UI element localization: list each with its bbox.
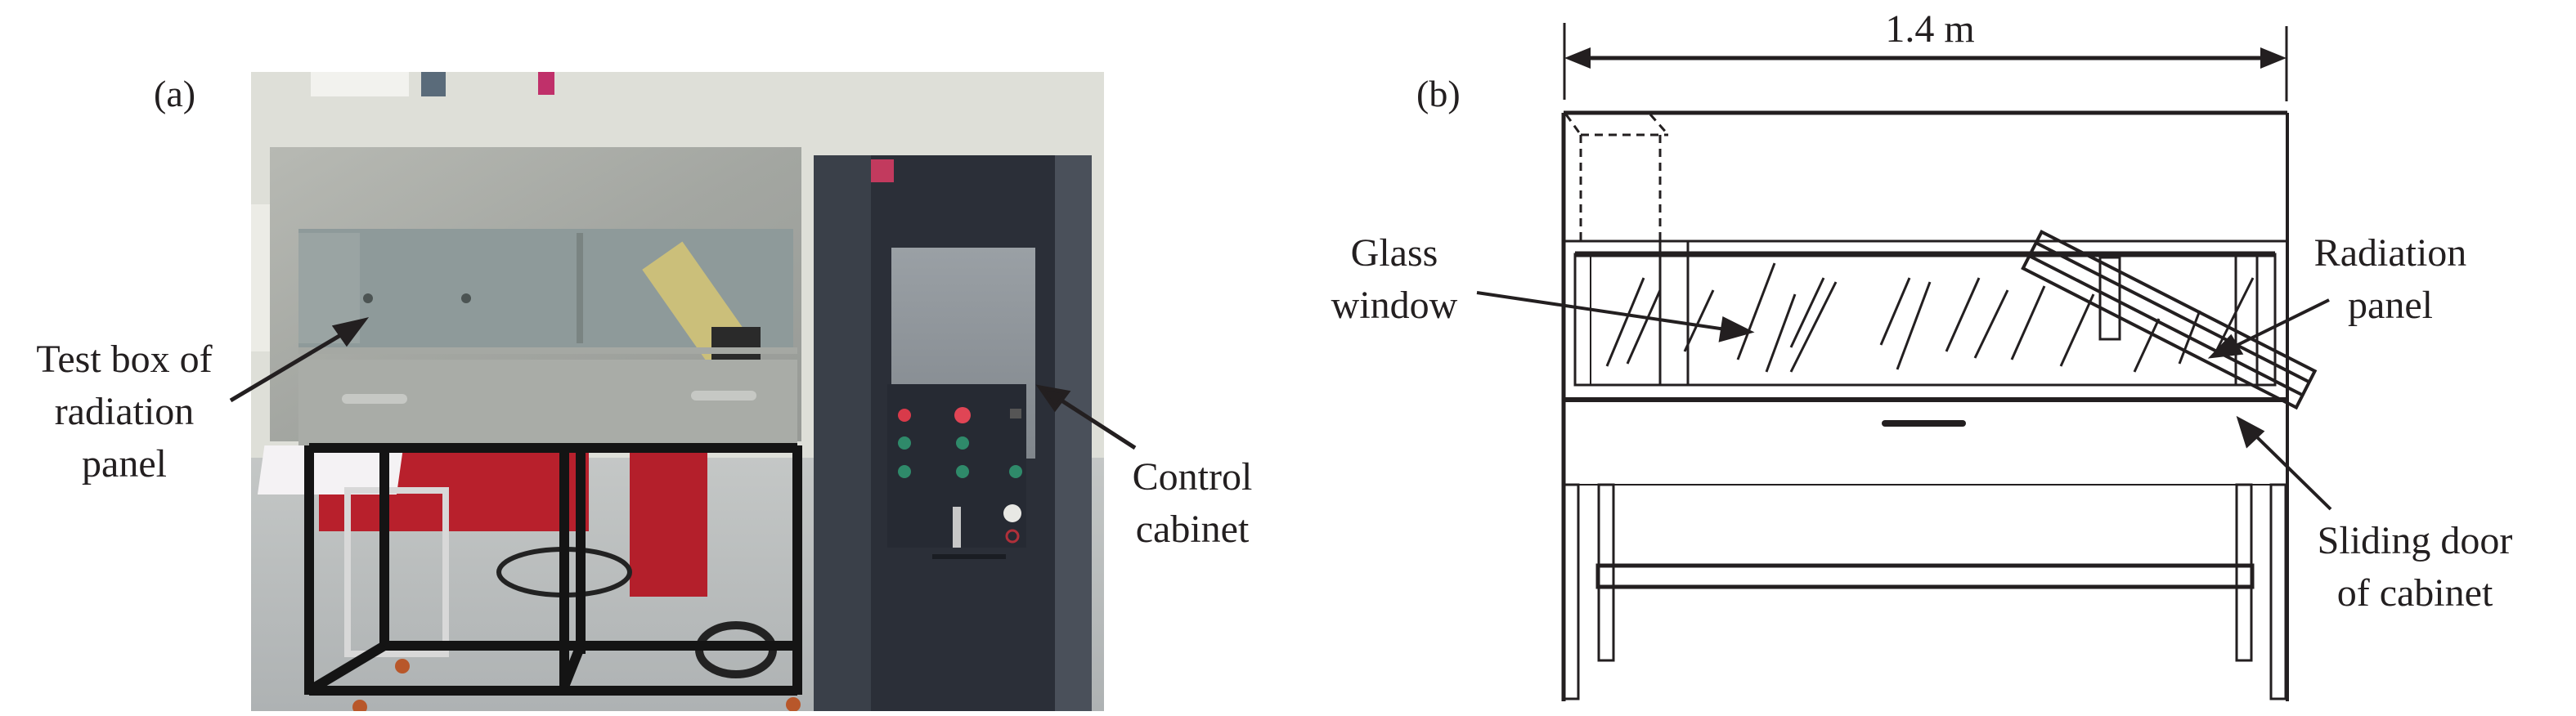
callout-arrows-a [229,317,1137,450]
knob [1005,529,1020,544]
test-box-lower-rim [298,347,797,354]
callout-control-cabinet: Control cabinet [1111,451,1274,556]
arrowhead [1718,315,1755,342]
arrowhead [2207,333,2244,359]
box-bolt [461,293,471,303]
caster-wheel [395,659,410,673]
arrowhead [331,317,370,347]
control-panel-buttons [887,384,1026,548]
red-button [954,407,971,423]
caster-wheel [786,697,801,711]
test-box-inner-divider [577,233,583,343]
door-handle-right [691,391,756,401]
arrow-control-cabinet [1057,396,1137,450]
callout-arrows-b [1476,291,2332,511]
cabinet-logo [871,159,894,182]
switch [1010,409,1021,418]
dimension-arrow-right [2260,47,2287,69]
dimension-label: 1.4 m [1885,7,1975,51]
green-button [956,436,969,450]
arrow-radiation-panel [2232,298,2330,349]
arrowhead [2236,415,2265,449]
control-cabinet-side [814,155,871,711]
leg-outer-left [1562,483,1580,700]
support-frame [304,443,802,696]
arrowhead [1035,384,1071,413]
crossbar [1595,563,2255,589]
green-button [1009,465,1022,478]
callout-line: panel [82,442,167,486]
panel-bracket [2098,256,2121,341]
callout-sliding-door: Sliding door of cabinet [2296,515,2533,620]
caster-wheel [352,700,367,711]
callout-glass-window: Glass window [1325,227,1464,332]
wall-poster [311,72,409,96]
callout-line: panel [2348,284,2433,327]
callout-radiation-panel: Radiation panel [2296,227,2484,332]
cabinet-slot [932,554,1006,559]
callout-line: radiation [54,390,195,433]
callout-line: window [1331,284,1458,327]
schematic [1561,23,2318,701]
panel-b-label: (b) [1416,73,1461,114]
callout-line: Test box of [36,338,213,381]
wall-window [421,72,446,96]
green-button [898,465,911,478]
pressure-gauge [1003,504,1021,522]
radiation-panel-drawing [2021,230,2318,410]
callout-line: Radiation [2313,231,2467,275]
callout-line: Glass [1350,231,1438,275]
glass-hatching [1605,262,2255,373]
green-button [956,465,969,478]
dashed-duct [1564,114,1670,241]
leg-inner-right [2235,483,2253,662]
panel-a-label: (a) [154,73,196,114]
callout-line: cabinet [1135,508,1250,551]
green-button [898,436,911,450]
flow-meter [953,507,961,548]
glass-window-frame [1573,253,2277,387]
wall-accent [538,72,554,95]
red-button [898,409,911,422]
callout-line: Control [1132,455,1253,499]
fire-extinguisher-box [630,433,707,597]
leg-inner-left [1597,483,1615,662]
dimension-arrow-left [1564,47,1591,69]
arrow-test-box [229,329,349,403]
box-bolt [363,293,373,303]
side-table [344,487,449,657]
white-board [257,445,404,494]
leg-outer-right [2269,483,2287,700]
door-handle-left [342,394,407,404]
arrow-sliding-door [2252,432,2332,511]
callout-line: of cabinet [2336,571,2493,615]
arrow-glass-window [1476,291,1726,331]
control-cabinet-edge [1055,155,1092,711]
callout-line: Sliding door [2317,519,2513,562]
radiation-panel-shadow [711,327,761,360]
callout-test-box: Test box of radiation panel [18,333,231,490]
